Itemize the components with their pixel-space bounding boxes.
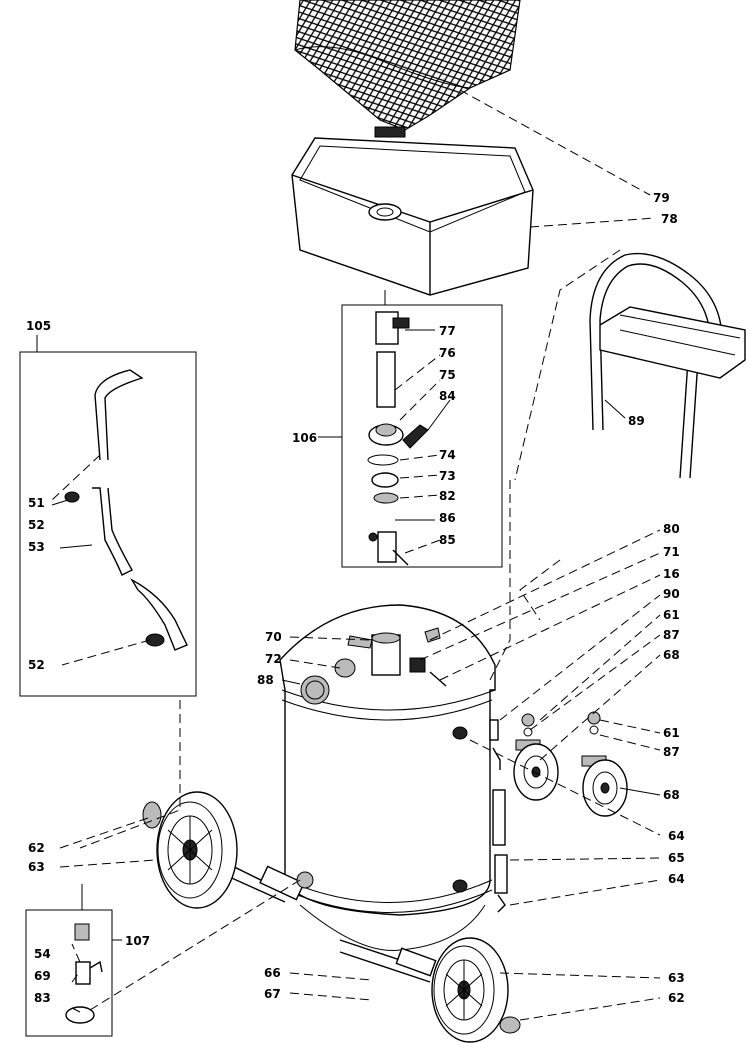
label-52-a: 52 <box>28 518 45 532</box>
label-61-b: 61 <box>663 726 680 740</box>
label-76: 76 <box>439 346 456 360</box>
label-68-b: 68 <box>663 788 680 802</box>
label-80: 80 <box>663 522 680 536</box>
label-78: 78 <box>661 212 678 226</box>
parts-tray <box>291 126 534 296</box>
label-74: 74 <box>439 448 456 462</box>
axle <box>204 854 437 983</box>
label-105: 105 <box>26 319 51 333</box>
handle-shelf <box>589 252 746 479</box>
air-tank <box>279 604 508 951</box>
label-90: 90 <box>663 587 680 601</box>
label-71: 71 <box>663 545 680 559</box>
label-106: 106 <box>292 431 317 445</box>
label-64-b: 64 <box>668 872 685 886</box>
kit-box-106 <box>318 290 503 568</box>
label-89: 89 <box>628 414 645 428</box>
label-51: 51 <box>28 496 45 510</box>
label-85: 85 <box>439 533 456 547</box>
label-66: 66 <box>264 966 281 980</box>
label-68-a: 68 <box>663 648 680 662</box>
label-73: 73 <box>439 469 456 483</box>
label-16: 16 <box>663 567 680 581</box>
wheel-left <box>142 791 238 909</box>
label-88: 88 <box>257 673 274 687</box>
label-61-a: 61 <box>663 608 680 622</box>
screen-grate <box>294 0 521 131</box>
caster-rear <box>581 711 628 817</box>
leader-lines <box>51 89 661 1021</box>
label-86: 86 <box>439 511 456 525</box>
label-63-a: 63 <box>28 860 45 874</box>
label-75: 75 <box>439 368 456 382</box>
label-65: 65 <box>668 851 685 865</box>
label-107: 107 <box>125 934 150 948</box>
label-87-a: 87 <box>663 628 680 642</box>
caster-front <box>513 713 559 801</box>
kit-box-105 <box>19 335 197 697</box>
label-70: 70 <box>265 630 282 644</box>
label-77: 77 <box>439 324 456 338</box>
label-79: 79 <box>653 191 670 205</box>
label-87-b: 87 <box>663 745 680 759</box>
label-83: 83 <box>34 991 51 1005</box>
label-62-a: 62 <box>28 841 45 855</box>
label-69: 69 <box>34 969 51 983</box>
part-labels: 79 78 105 77 76 75 84 106 74 73 82 86 85… <box>26 191 685 1005</box>
label-62-b: 62 <box>668 991 685 1005</box>
label-63-b: 63 <box>668 971 685 985</box>
label-54: 54 <box>34 947 51 961</box>
label-72: 72 <box>265 652 282 666</box>
label-64-a: 64 <box>668 829 685 843</box>
label-67: 67 <box>264 987 281 1001</box>
kit-box-107 <box>25 884 113 1037</box>
label-82: 82 <box>439 489 456 503</box>
wheel-right <box>431 937 521 1043</box>
label-52-b: 52 <box>28 658 45 672</box>
label-53: 53 <box>28 540 45 554</box>
label-84: 84 <box>439 389 456 403</box>
